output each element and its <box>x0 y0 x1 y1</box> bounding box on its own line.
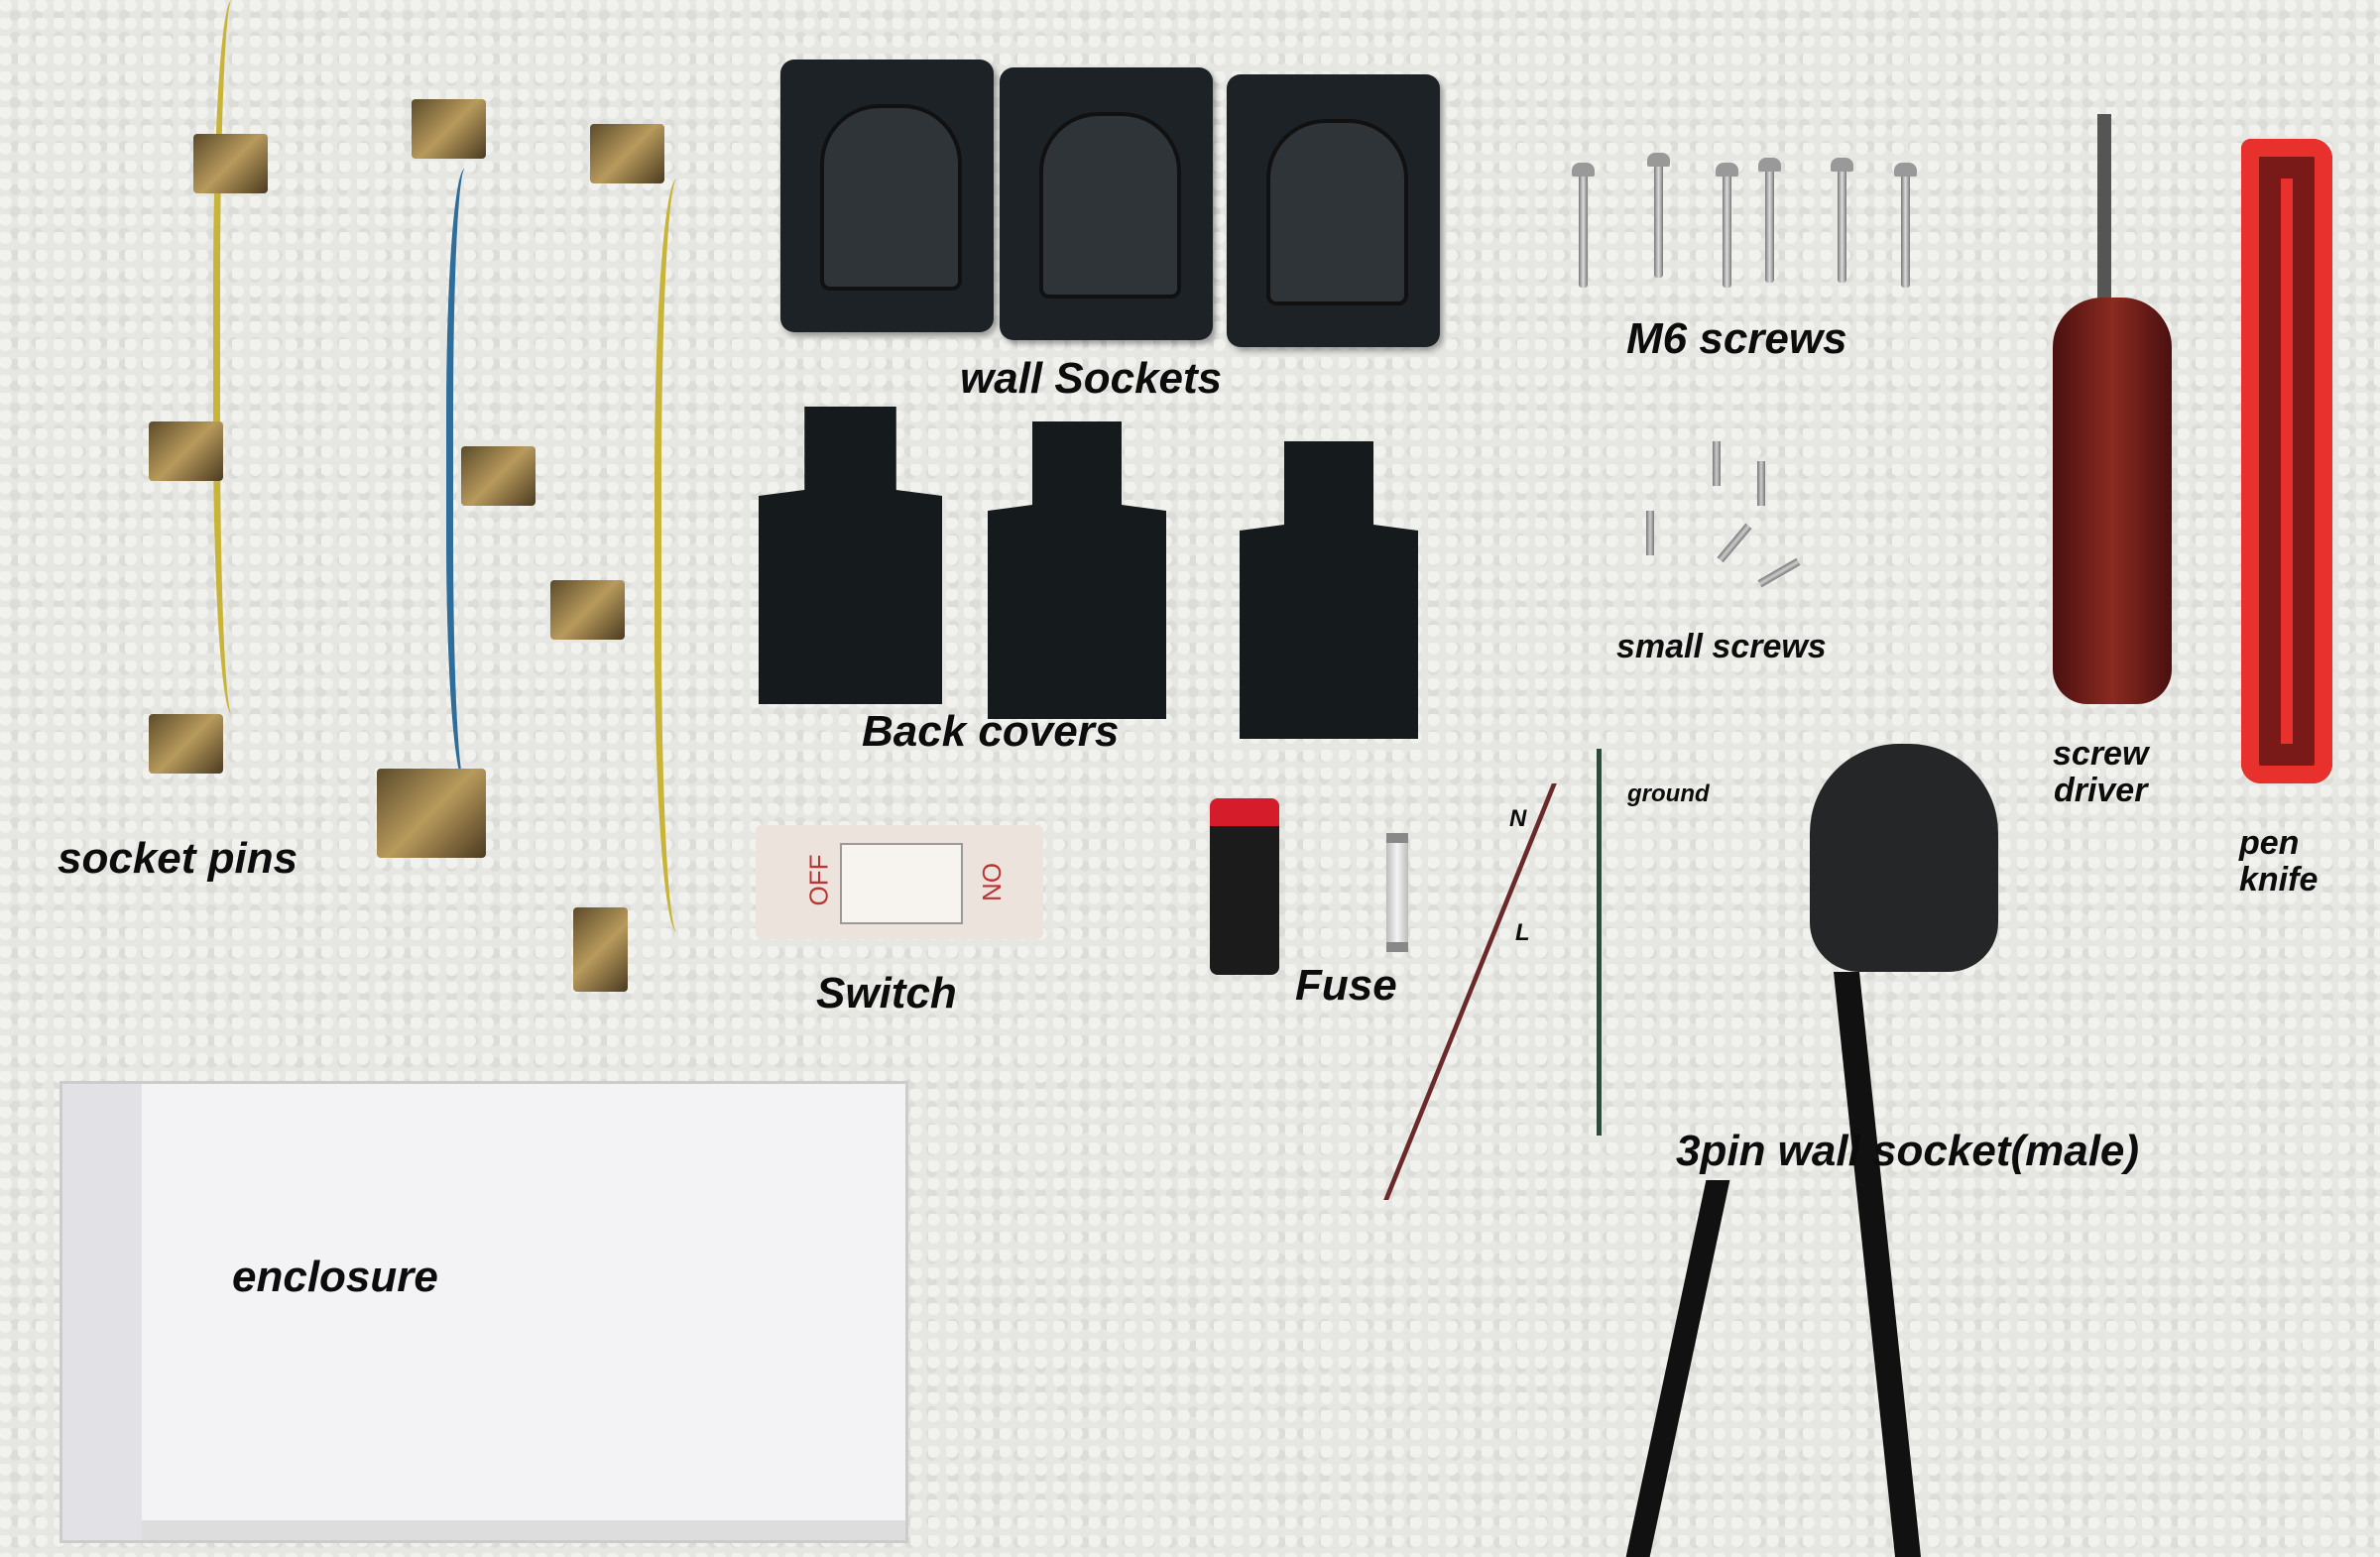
label-pen-knife-line1: pen <box>2239 824 2300 862</box>
switch-rocker <box>840 843 963 924</box>
screwdriver-shaft <box>2097 114 2111 302</box>
label-socket-pins: socket pins <box>58 834 298 883</box>
label-screw-driver-line2: driver <box>2053 772 2148 810</box>
fuse <box>1386 833 1408 952</box>
label-back-covers: Back covers <box>862 707 1120 756</box>
switch-off-marking: OFF <box>803 854 834 906</box>
cable-wire-green <box>1597 749 1641 1136</box>
wall-socket <box>1227 74 1440 347</box>
enclosure-box <box>60 1081 908 1543</box>
label-neutral: N <box>1509 805 1527 832</box>
socket-pin <box>573 907 628 992</box>
plug-cable <box>1833 972 1922 1557</box>
label-wall-sockets: wall Sockets <box>960 354 1223 403</box>
wall-socket <box>780 60 994 332</box>
yellow-wire <box>654 179 711 932</box>
yellow-wire <box>213 0 260 714</box>
socket-pin <box>377 769 486 858</box>
small-screw <box>1717 523 1752 563</box>
socket-pin <box>149 714 223 774</box>
cable <box>1625 1180 1730 1557</box>
socket-pin <box>149 421 223 481</box>
fuse-button <box>1210 798 1279 975</box>
label-small-screws: small screws <box>1616 628 1827 665</box>
label-enclosure: enclosure <box>232 1253 438 1301</box>
wall-socket <box>1000 67 1213 340</box>
label-fuse: Fuse <box>1295 961 1397 1010</box>
label-switch: Switch <box>816 969 957 1018</box>
small-screw <box>1757 557 1801 588</box>
back-cover <box>759 407 942 704</box>
switch-on-marking: ON <box>977 863 1007 901</box>
m6-screw <box>1716 163 1738 288</box>
small-screw <box>1757 461 1765 506</box>
socket-pin <box>550 580 625 640</box>
label-screw-driver: screw driver <box>2053 735 2149 810</box>
blue-wire <box>446 169 493 783</box>
back-cover <box>988 421 1166 719</box>
pen-knife <box>2241 139 2332 783</box>
small-screw <box>1646 511 1654 555</box>
small-screw <box>1713 441 1721 486</box>
screwdriver-handle <box>2053 298 2172 704</box>
m6-screw <box>1647 153 1670 278</box>
label-pen-knife: pen knife <box>2239 824 2319 899</box>
socket-pin <box>590 124 664 183</box>
m6-screw <box>1758 158 1781 283</box>
label-plug: 3pin wall socket(male) <box>1676 1127 2140 1175</box>
label-screw-driver-line1: screw <box>2053 735 2149 773</box>
label-m6-screws: M6 screws <box>1626 314 1847 363</box>
back-cover <box>1240 441 1418 739</box>
socket-pin <box>461 446 536 506</box>
label-ground: ground <box>1627 780 1710 807</box>
m6-screw <box>1894 163 1917 288</box>
label-live: L <box>1515 919 1530 946</box>
socket-pin <box>412 99 486 159</box>
plug <box>1810 744 1998 972</box>
m6-screw <box>1831 158 1853 283</box>
label-pen-knife-line2: knife <box>2239 861 2319 899</box>
switch: OFF ON <box>756 825 1043 939</box>
m6-screw <box>1572 163 1595 288</box>
socket-pin <box>193 134 268 193</box>
